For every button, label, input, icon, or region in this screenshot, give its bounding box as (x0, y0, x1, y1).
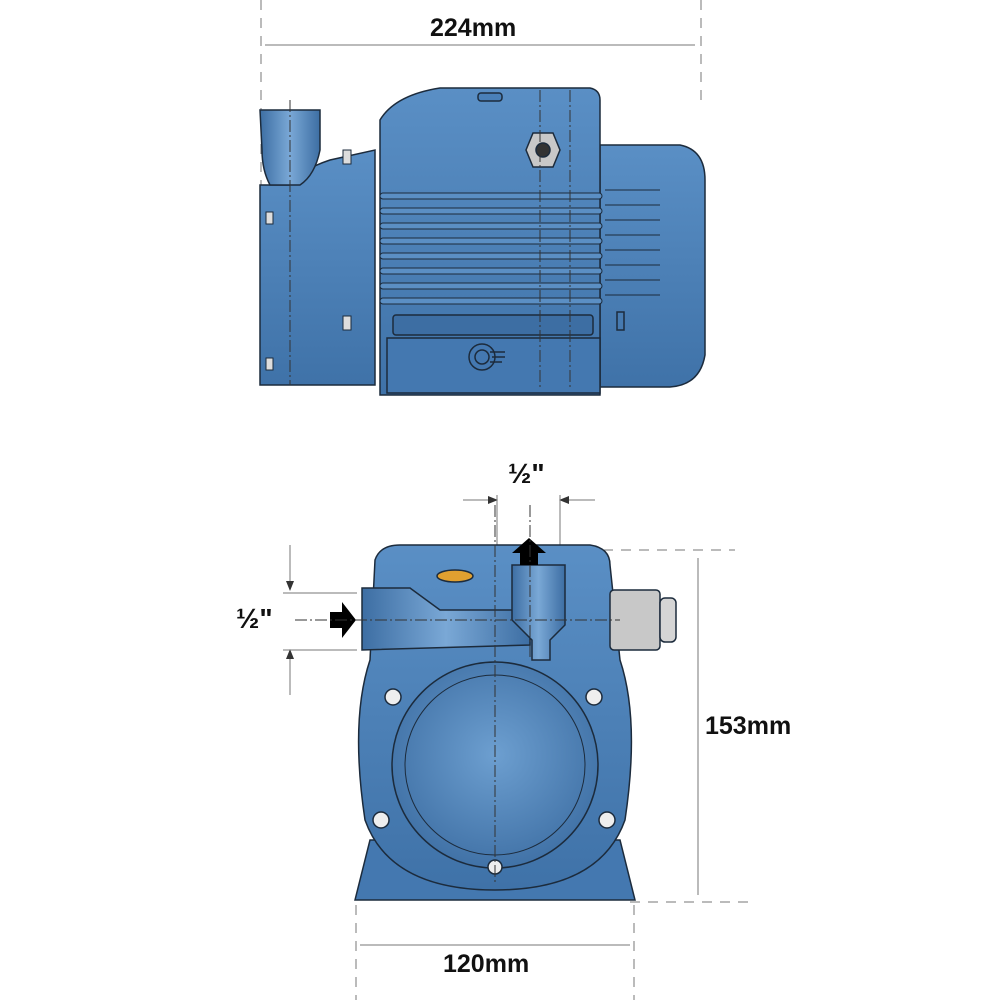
cable-gland-side (525, 132, 561, 168)
logo-icon (468, 343, 505, 371)
pump-front-view (283, 495, 752, 1000)
pump-side-view (259, 0, 706, 396)
cooling-fins (379, 192, 603, 305)
dimension-width-label: 120mm (443, 950, 530, 978)
priming-plug (436, 569, 474, 583)
outlet-pipe-front (511, 564, 566, 661)
motor-foot (386, 337, 601, 394)
dimension-height-label: 153mm (705, 712, 792, 740)
dimension-inlet-label: ½" (236, 603, 273, 634)
cable-gland-front (609, 589, 677, 651)
dimension-outlet-label: ½" (508, 458, 545, 489)
dimension-lines (283, 495, 752, 1000)
fan-cover (599, 144, 706, 388)
dimension-length-label: 224mm (430, 14, 517, 42)
outlet-arrow-icon (512, 538, 546, 565)
bolt-holes (372, 688, 616, 875)
